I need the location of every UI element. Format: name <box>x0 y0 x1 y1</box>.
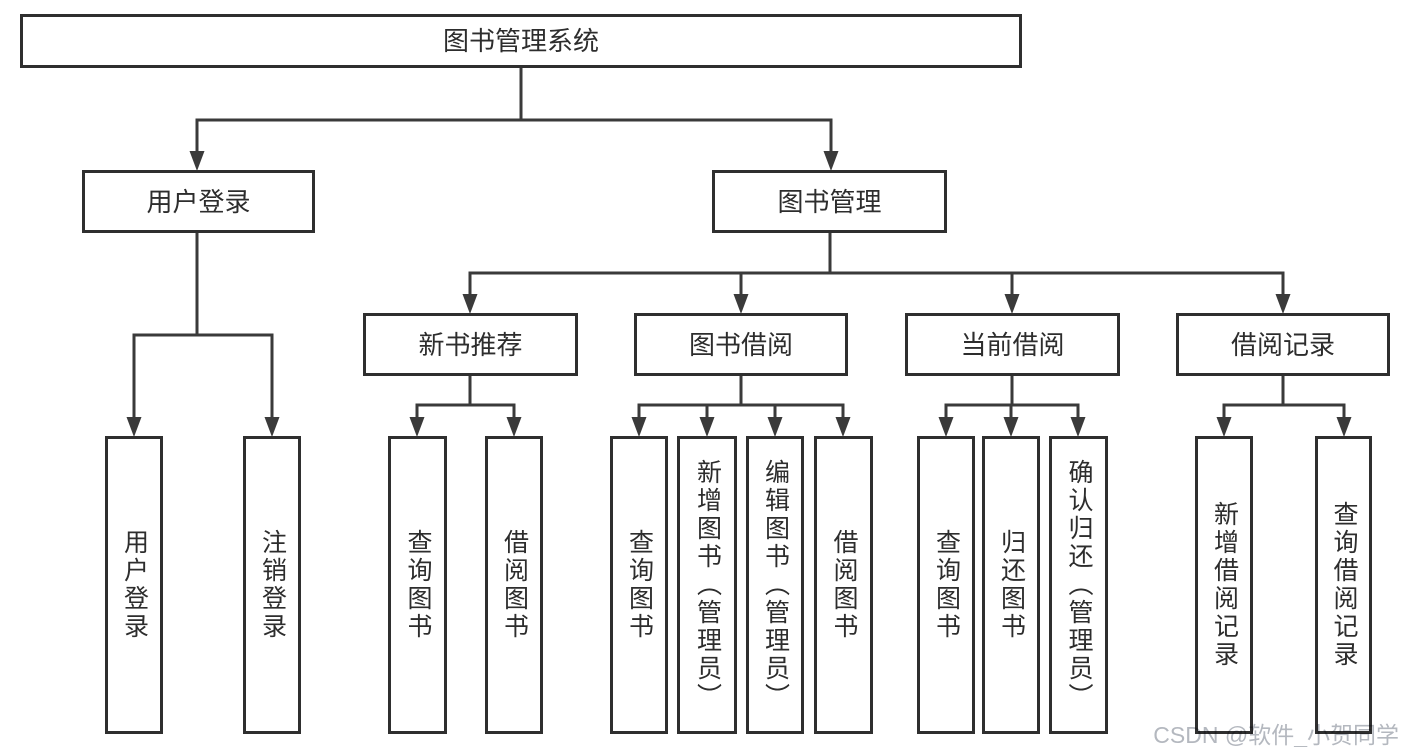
edge-borrow-rail <box>637 403 845 418</box>
leaf-add-borrow-record: 新增借阅记录 <box>1195 436 1253 734</box>
leaf-query-book-newrec: 查询图书 <box>388 436 447 734</box>
edge-record-rail <box>1222 403 1346 418</box>
node-borrow-record: 借阅记录 <box>1176 313 1390 376</box>
arrowhead <box>506 417 522 437</box>
leaf-edit-book-admin: 编辑图书（管理员） <box>746 436 804 734</box>
leaf-label: 确认归还（管理员） <box>1065 459 1093 711</box>
leaf-query-book-borrow: 查询图书 <box>610 436 668 734</box>
node-new-book-recommend: 新书推荐 <box>363 313 578 376</box>
leaf-label: 归还图书 <box>997 529 1026 641</box>
arrowhead <box>1275 294 1291 314</box>
node-label: 新书推荐 <box>418 329 523 360</box>
leaf-label: 新增借阅记录 <box>1210 501 1239 669</box>
arrowhead <box>189 151 205 171</box>
node-root-library-system: 图书管理系统 <box>20 14 1022 68</box>
leaf-return-book: 归还图书 <box>982 436 1040 734</box>
leaf-user-login: 用户登录 <box>105 436 163 734</box>
leaf-label: 查询图书 <box>625 529 654 641</box>
leaf-label: 查询借阅记录 <box>1330 501 1358 669</box>
leaf-add-book-admin: 新增图书（管理员） <box>677 436 737 734</box>
leaf-confirm-return-admin: 确认归还（管理员） <box>1049 436 1108 734</box>
arrowhead <box>1070 417 1086 437</box>
arrowhead <box>938 417 954 437</box>
arrowhead <box>409 417 425 437</box>
node-book-borrow: 图书借阅 <box>634 313 848 376</box>
arrowhead <box>1216 417 1232 437</box>
arrowhead <box>631 417 647 437</box>
leaf-borrow-book: 借阅图书 <box>814 436 873 734</box>
arrowhead <box>1003 417 1019 437</box>
leaf-label: 注销登录 <box>258 529 287 641</box>
node-label: 图书管理 <box>777 186 882 217</box>
node-label: 图书借阅 <box>688 329 793 360</box>
arrowhead <box>767 417 783 437</box>
leaf-label: 查询图书 <box>404 529 432 641</box>
edge-bookmgmt-rail <box>468 271 1285 295</box>
leaf-query-borrow-record: 查询借阅记录 <box>1315 436 1372 734</box>
leaf-borrow-book-newrec: 借阅图书 <box>485 436 543 734</box>
leaf-label: 借阅图书 <box>830 529 858 641</box>
arrowhead <box>462 294 478 314</box>
leaf-label: 借阅图书 <box>500 529 529 641</box>
arrowhead <box>835 417 851 437</box>
arrowhead <box>1004 294 1020 314</box>
edge-userlogin-rail <box>132 333 274 418</box>
node-book-management: 图书管理 <box>712 170 947 233</box>
edge-root-rail <box>195 118 833 152</box>
leaf-logout: 注销登录 <box>243 436 301 734</box>
node-label: 用户登录 <box>146 186 251 217</box>
arrowhead <box>126 417 142 437</box>
node-user-login: 用户登录 <box>82 170 315 233</box>
arrowheads <box>126 151 1352 437</box>
arrowhead <box>264 417 280 437</box>
node-label: 借阅记录 <box>1230 329 1335 360</box>
arrowhead <box>733 294 749 314</box>
node-current-borrow: 当前借阅 <box>905 313 1120 376</box>
leaf-label: 编辑图书（管理员） <box>761 459 790 711</box>
arrowhead <box>823 151 839 171</box>
leaf-label: 查询图书 <box>932 529 961 641</box>
arrowhead <box>1336 417 1352 437</box>
edge-newbook-rail <box>415 403 516 418</box>
leaf-query-book-current: 查询图书 <box>917 436 975 734</box>
node-label: 当前借阅 <box>960 329 1065 360</box>
arrowhead <box>699 417 715 437</box>
node-label: 图书管理系统 <box>442 26 599 56</box>
leaf-label: 用户登录 <box>120 529 149 641</box>
csdn-watermark: CSDN @软件_小贺同学 <box>1153 722 1399 747</box>
leaf-label: 新增图书（管理员） <box>693 459 722 711</box>
